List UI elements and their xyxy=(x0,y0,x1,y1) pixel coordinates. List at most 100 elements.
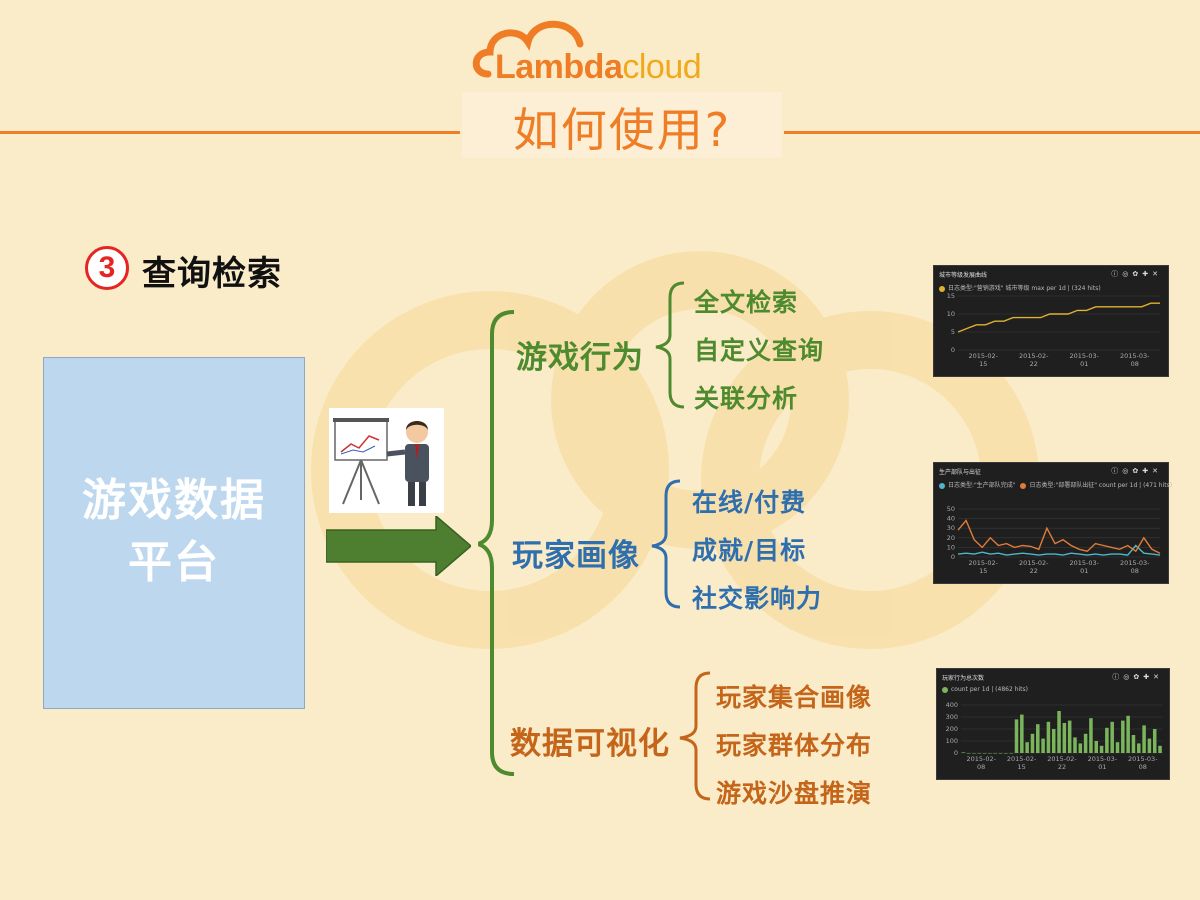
platform-label-line2: 平台 xyxy=(128,537,220,588)
item-social-influence: 社交影响力 xyxy=(692,584,823,613)
bar xyxy=(1020,714,1024,753)
brace-player-profile-icon xyxy=(651,479,681,609)
legend-dot-a xyxy=(939,482,945,489)
x-tick-label: 22 xyxy=(1030,567,1038,575)
panel-title: 城市等级发展曲线 xyxy=(939,272,988,279)
panel-title: 生产部队与出征 xyxy=(939,469,982,476)
legend-text: 日志类型:"营销游戏" 城市等级 max per 1d | (324 hits) xyxy=(948,285,1101,292)
x-tick-label: 2015-02- xyxy=(968,352,998,360)
item-player-set-profile: 玩家集合画像 xyxy=(716,683,873,712)
bar xyxy=(1057,711,1061,753)
bar-chart-player-actions: 01002003004002015-02-082015-02-152015-02… xyxy=(946,701,1163,771)
platform-label: 游戏数据 平台 xyxy=(43,470,305,594)
bar xyxy=(1131,735,1136,753)
legend-text: count per 1d | (4862 hits) xyxy=(951,686,1028,693)
legend-dot xyxy=(942,686,948,693)
x-tick-label: 2015-03- xyxy=(1128,755,1158,763)
category-data-visualization: 数据可视化 xyxy=(510,726,670,762)
bar xyxy=(1137,743,1141,753)
x-tick-label: 08 xyxy=(977,763,985,771)
x-tick-label: 2015-03- xyxy=(1069,559,1099,567)
main-brace-icon xyxy=(478,310,515,776)
x-tick-label: 2015-03- xyxy=(1069,352,1099,360)
x-tick-label: 22 xyxy=(1058,763,1066,771)
y-tick-label: 200 xyxy=(946,725,958,733)
category-game-behavior: 游戏行为 xyxy=(516,340,644,376)
bar xyxy=(1030,733,1035,753)
bar xyxy=(1142,725,1146,753)
x-tick-label: 08 xyxy=(1139,763,1147,771)
title-box xyxy=(462,92,782,158)
arrow-right-icon xyxy=(326,516,471,576)
x-tick-label: 2015-03- xyxy=(1120,559,1150,567)
panel-legend: 日志类型:"营销游戏" 城市等级 max per 1d | (324 hits) xyxy=(939,283,1101,292)
bar xyxy=(993,753,998,754)
bar xyxy=(1046,721,1051,753)
x-tick-label: 01 xyxy=(1080,567,1088,575)
x-tick-label: 2015-02- xyxy=(1047,755,1077,763)
brace-game-behavior-icon xyxy=(655,281,685,409)
panel-controls[interactable]: ⓘ◎✿✚✕ xyxy=(1112,673,1163,681)
bar xyxy=(966,753,971,754)
y-tick-label: 100 xyxy=(946,737,958,745)
y-tick-label: 10 xyxy=(947,543,955,551)
logo-accent: cloud xyxy=(622,48,702,86)
panel-legend: count per 1d | (4862 hits) xyxy=(942,686,1028,693)
x-tick-label: 15 xyxy=(979,567,987,575)
bar xyxy=(1083,733,1088,753)
x-tick-label: 2015-03- xyxy=(1120,352,1150,360)
bar xyxy=(1147,738,1152,753)
bar xyxy=(1110,721,1114,753)
bar xyxy=(977,753,982,754)
series-line xyxy=(957,544,1161,556)
header-rule-right xyxy=(784,131,1200,134)
bar xyxy=(1009,753,1013,754)
panel-legend: 日志类型:"生产部队完成" 日志类型:"部署部队出征" count per 1d… xyxy=(939,480,1172,489)
y-tick-label: 50 xyxy=(947,505,955,513)
presenter-illustration xyxy=(329,408,444,513)
bar xyxy=(1158,745,1162,753)
x-tick-label: 01 xyxy=(1080,360,1088,368)
item-online-payment: 在线/付费 xyxy=(692,488,807,517)
bar xyxy=(1051,729,1056,753)
category-player-profile: 玩家画像 xyxy=(512,538,640,574)
legend-dot xyxy=(939,285,945,292)
bar xyxy=(972,753,976,754)
step-number-badge: 3 xyxy=(85,246,129,290)
bar xyxy=(982,753,987,754)
item-player-group-distribution: 玩家群体分布 xyxy=(716,731,873,760)
y-tick-label: 400 xyxy=(946,701,958,709)
chart-panel-player-actions: 玩家行为总次数 ⓘ◎✿✚✕ count per 1d | (4862 hits)… xyxy=(936,668,1170,780)
panel-controls[interactable]: ⓘ◎✿✚✕ xyxy=(1111,467,1162,475)
bar xyxy=(988,753,992,754)
y-tick-label: 20 xyxy=(947,534,955,542)
bar xyxy=(1067,720,1072,753)
logo-text: Lambdacloud xyxy=(495,48,702,87)
x-tick-label: 15 xyxy=(1017,763,1025,771)
y-tick-label: 0 xyxy=(954,749,958,757)
series-line xyxy=(957,302,1160,333)
x-tick-label: 08 xyxy=(1131,360,1139,368)
bar xyxy=(1126,715,1130,753)
platform-label-line1: 游戏数据 xyxy=(82,475,266,526)
x-tick-label: 08 xyxy=(1131,567,1139,575)
bar xyxy=(1073,737,1077,753)
legend-text-b: 日志类型:"部署部队出征" count per 1d | (471 hits) xyxy=(1029,482,1173,489)
item-game-sandbox: 游戏沙盘推演 xyxy=(716,779,873,808)
y-tick-label: 15 xyxy=(947,292,955,300)
bar xyxy=(1094,741,1099,753)
header-rule-left xyxy=(0,131,460,134)
x-tick-label: 2015-02- xyxy=(968,559,998,567)
bar xyxy=(1041,738,1045,753)
line-chart-city-level: 0510152015-02-152015-02-222015-03-012015… xyxy=(947,292,1160,368)
bar xyxy=(998,753,1003,754)
y-tick-label: 300 xyxy=(946,713,958,721)
bar xyxy=(1121,720,1125,753)
panel-controls[interactable]: ⓘ◎✿✚✕ xyxy=(1111,270,1162,278)
x-tick-label: 2015-02- xyxy=(1007,755,1037,763)
legend-text-a: 日志类型:"生产部队完成" xyxy=(948,482,1016,489)
bar xyxy=(961,752,966,753)
bar xyxy=(1105,727,1109,753)
y-tick-label: 10 xyxy=(947,310,955,318)
page-title: 如何使用? xyxy=(512,103,732,157)
